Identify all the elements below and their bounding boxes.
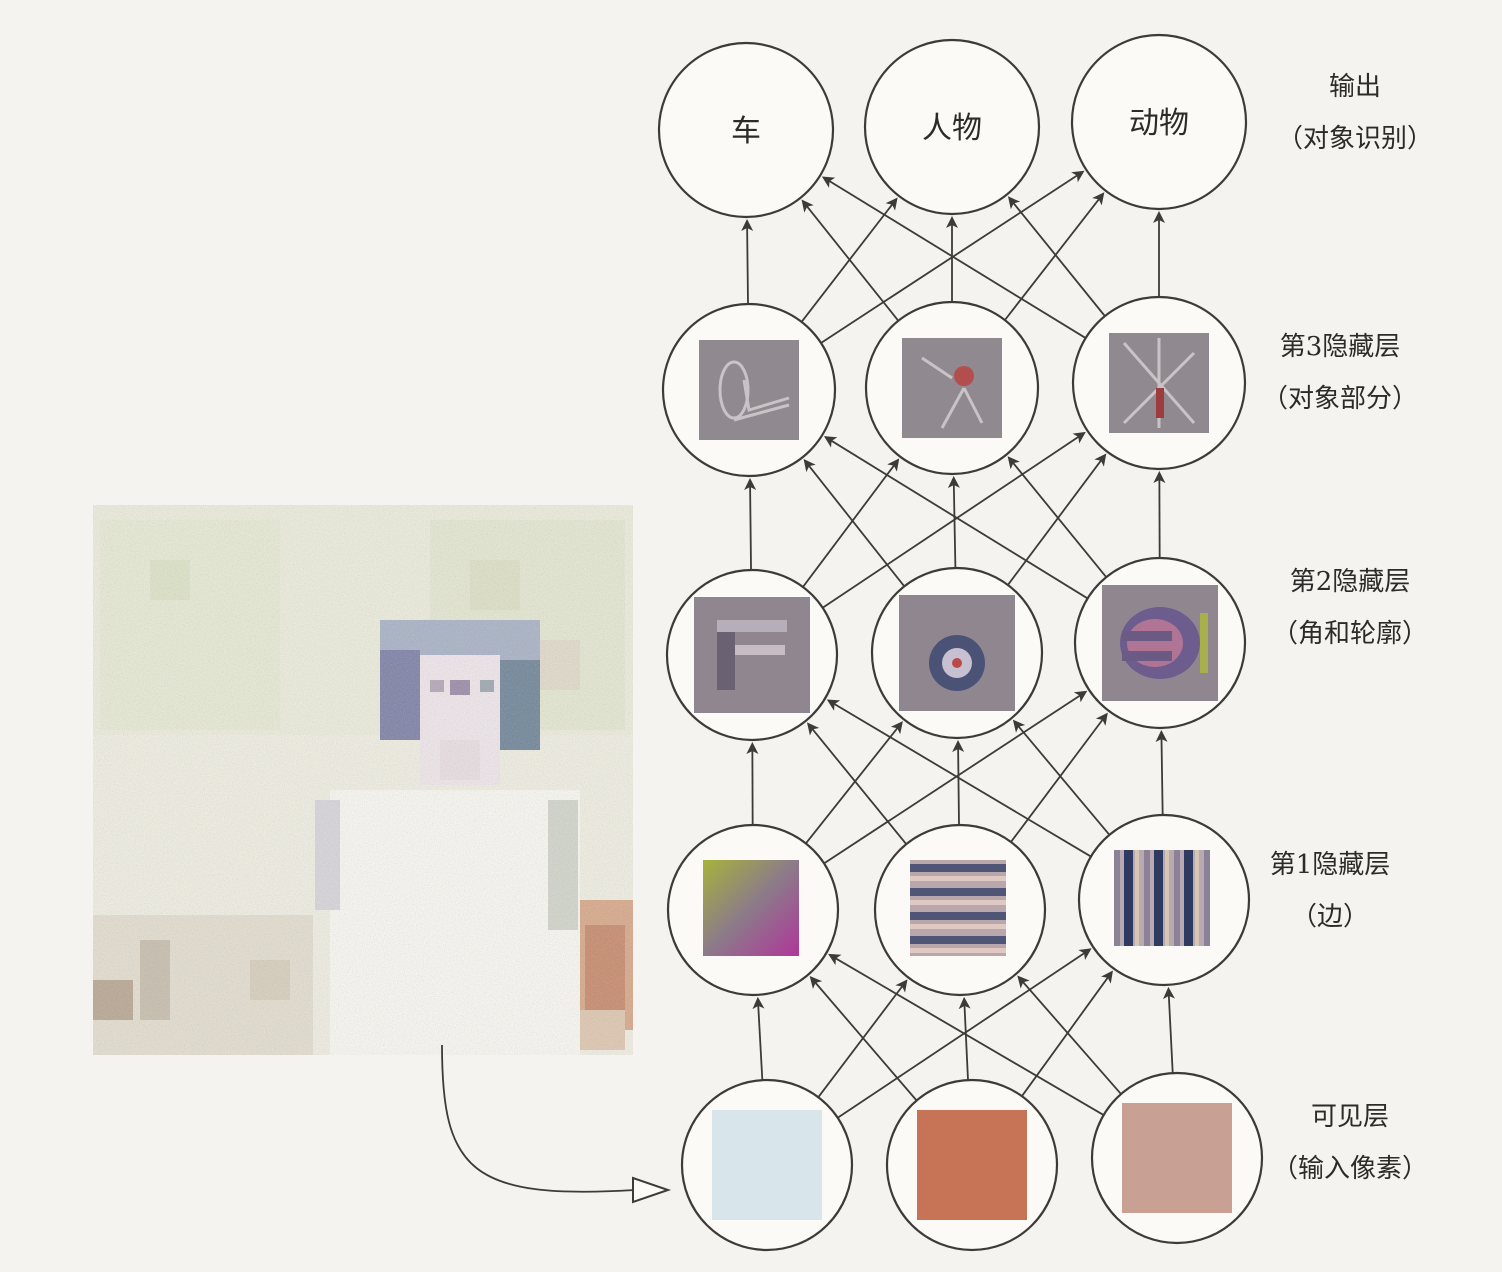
layer-title-output: 输出 xyxy=(1329,72,1381,102)
edge-hidden1-3-to-hidden2-3 xyxy=(1155,729,1168,816)
node-hidden3-2 xyxy=(864,300,1040,476)
output-node-label-3: 动物 xyxy=(1129,106,1189,141)
node-output-1: 车 xyxy=(657,41,835,219)
edge-input-3-to-hidden1-3 xyxy=(1162,986,1175,1074)
edge-hidden3-1-to-output-1 xyxy=(741,218,754,305)
feature-patch-hidden2-1 xyxy=(694,597,810,713)
edge-input-2-to-hidden1-1 xyxy=(809,976,918,1102)
node-hidden3-3 xyxy=(1071,295,1247,471)
feature-patch-hidden2-2 xyxy=(899,595,1015,711)
edge-hidden2-2-to-hidden3-2 xyxy=(947,475,960,569)
edge-input-2-to-hidden1-2 xyxy=(958,996,971,1081)
edge-input-1-to-hidden1-1 xyxy=(752,996,765,1081)
connection-arrows xyxy=(741,170,1175,1119)
edge-hidden1-1-to-hidden2-3 xyxy=(823,690,1088,865)
feature-patch-hidden1-3 xyxy=(1114,850,1210,946)
node-input-1 xyxy=(680,1078,854,1252)
photo-to-input-arrow xyxy=(441,1044,636,1193)
node-output-3: 动物 xyxy=(1070,33,1248,211)
feature-patch-hidden3-3 xyxy=(1109,333,1209,433)
edge-input-1-to-hidden1-2 xyxy=(817,979,908,1098)
edge-hidden1-3-to-hidden2-1 xyxy=(826,699,1092,858)
node-input-2 xyxy=(885,1078,1059,1252)
feature-patch-hidden1-1 xyxy=(703,860,799,956)
edge-hidden1-2-to-hidden2-2 xyxy=(952,739,965,826)
layer-title-hidden1: 第1隐藏层 xyxy=(1270,850,1391,880)
node-hidden2-2 xyxy=(870,566,1044,740)
layer-title-hidden3: 第3隐藏层 xyxy=(1280,332,1401,362)
edge-hidden3-2-to-output-1 xyxy=(801,199,900,322)
feature-patch-input-1 xyxy=(712,1110,822,1220)
layer-subtitle-hidden3: （对象部分） xyxy=(1262,384,1418,414)
node-hidden2-1 xyxy=(665,568,839,742)
node-hidden1-2 xyxy=(873,823,1047,997)
layer-subtitle-input: （输入像素） xyxy=(1272,1154,1428,1184)
node-output-2: 人物 xyxy=(863,38,1041,216)
node-input-3 xyxy=(1090,1071,1264,1245)
edge-hidden2-3-to-hidden3-2 xyxy=(1007,456,1107,578)
node-hidden1-3 xyxy=(1077,813,1251,987)
edge-hidden2-1-to-hidden3-1 xyxy=(744,477,757,571)
node-hidden2-3 xyxy=(1073,556,1247,730)
photo-to-input-arrowhead xyxy=(632,1176,672,1204)
edge-hidden3-1-to-output-2 xyxy=(800,197,898,323)
layer-title-input: 可见层 xyxy=(1311,1102,1389,1132)
edge-hidden3-3-to-output-2 xyxy=(1007,196,1106,317)
feature-patch-hidden3-1 xyxy=(699,340,799,440)
layer-subtitle-hidden1: （边） xyxy=(1291,902,1369,932)
node-hidden1-1 xyxy=(666,823,840,997)
edge-input-3-to-hidden1-1 xyxy=(828,953,1105,1116)
feature-patch-hidden3-2 xyxy=(902,338,1002,438)
network-nodes: 车 人物 动物 xyxy=(657,33,1264,1252)
edge-hidden2-1-to-hidden3-2 xyxy=(802,458,900,588)
edge-hidden2-2-to-hidden3-3 xyxy=(1007,453,1107,586)
node-hidden3-1 xyxy=(661,302,837,478)
edge-hidden1-2-to-hidden2-3 xyxy=(1010,712,1108,843)
input-photo xyxy=(93,505,633,1055)
edge-input-2-to-hidden1-3 xyxy=(1021,970,1113,1097)
feature-patch-input-2 xyxy=(917,1110,1027,1220)
layer-subtitle-hidden2: （角和轮廓） xyxy=(1272,619,1428,649)
edge-hidden3-3-to-output-1 xyxy=(821,176,1087,339)
edge-hidden2-1-to-hidden3-3 xyxy=(822,431,1086,609)
edge-hidden1-3-to-hidden2-2 xyxy=(1012,719,1111,836)
edge-input-3-to-hidden1-2 xyxy=(1017,975,1122,1095)
output-node-label-2: 人物 xyxy=(922,111,982,146)
layer-labels: 输出 （对象识别） 第3隐藏层 （对象部分） 第2隐藏层 （角和轮廓） 第1隐藏层 （边） 可见… xyxy=(1262,72,1433,1184)
output-node-label-1: 车 xyxy=(731,114,761,149)
layer-title-hidden2: 第2隐藏层 xyxy=(1290,567,1411,597)
layer-subtitle-output: （对象识别） xyxy=(1277,124,1433,154)
feature-patch-input-3 xyxy=(1122,1103,1232,1213)
edge-hidden1-1-to-hidden2-2 xyxy=(805,721,903,844)
feature-patch-hidden2-3 xyxy=(1102,585,1218,701)
edge-hidden2-3-to-hidden3-1 xyxy=(823,436,1089,600)
edge-hidden1-2-to-hidden2-1 xyxy=(806,722,907,845)
edge-hidden2-2-to-hidden3-1 xyxy=(803,459,905,587)
feature-patch-hidden1-2 xyxy=(910,860,1006,956)
